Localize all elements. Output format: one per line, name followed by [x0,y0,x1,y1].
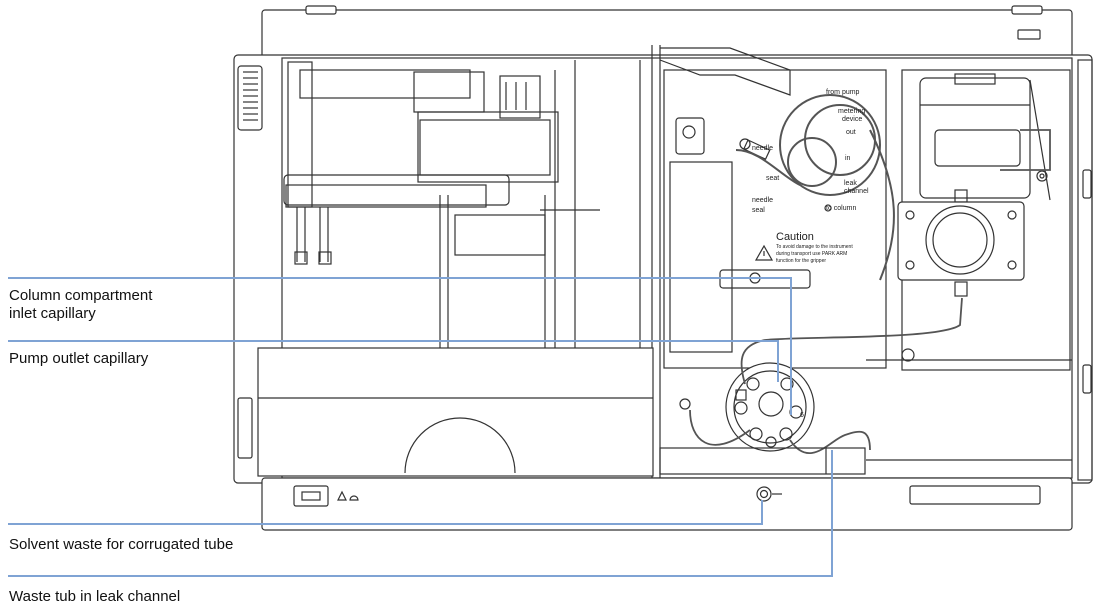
callout-waste-tub: Waste tub in leak channel [9,588,181,605]
metering-loop [735,94,895,281]
label-out: out [846,129,856,136]
caution-title: Caution [776,231,814,243]
leader-column-inlet [8,277,792,415]
caution-line-2: during transport use PARK ARM [776,251,847,257]
caution-line-1: To avoid damage to the instrument [776,244,853,250]
label-seat: seat [766,175,779,182]
leader-pump-outlet [8,340,779,382]
label-leak: leak [844,180,857,187]
leader-solvent-waste [8,500,763,525]
waste-port-icon [756,486,772,502]
callout-column-inlet-line1: Column compartment [9,287,153,304]
lid-handle-icon [1017,29,1041,40]
label-needle: needle [752,145,773,152]
leader-waste-tub [8,450,833,577]
label-from-pump: from pump [826,89,860,96]
callout-column-inlet-line2: inlet capillary [9,305,96,322]
panel-text: from pump metering device out in needle … [752,89,869,419]
metering-pump [897,69,1071,371]
label-in: in [845,155,851,162]
callout-lines [8,277,833,577]
label-needle-2: needle [752,197,773,204]
sampler-arm [283,60,641,348]
label-device: device [842,116,862,123]
top-cover [261,9,1073,59]
valve-port-number: 6 [800,412,804,419]
vial-tray-drawer [257,347,654,477]
callout-pump-outlet: Pump outlet capillary [9,350,149,367]
caution-line-3: function for the gripper [776,258,826,264]
warning-icon [754,244,774,261]
label-seal: seal [752,207,765,214]
label-channel: channel [844,188,869,195]
label-to-column: to column [826,205,856,212]
callout-solvent-waste: Solvent waste for corrugated tube [9,536,234,553]
front-slot-icon [293,485,329,507]
label-metering: metering [838,108,865,115]
vent-grille-icon [237,65,263,131]
